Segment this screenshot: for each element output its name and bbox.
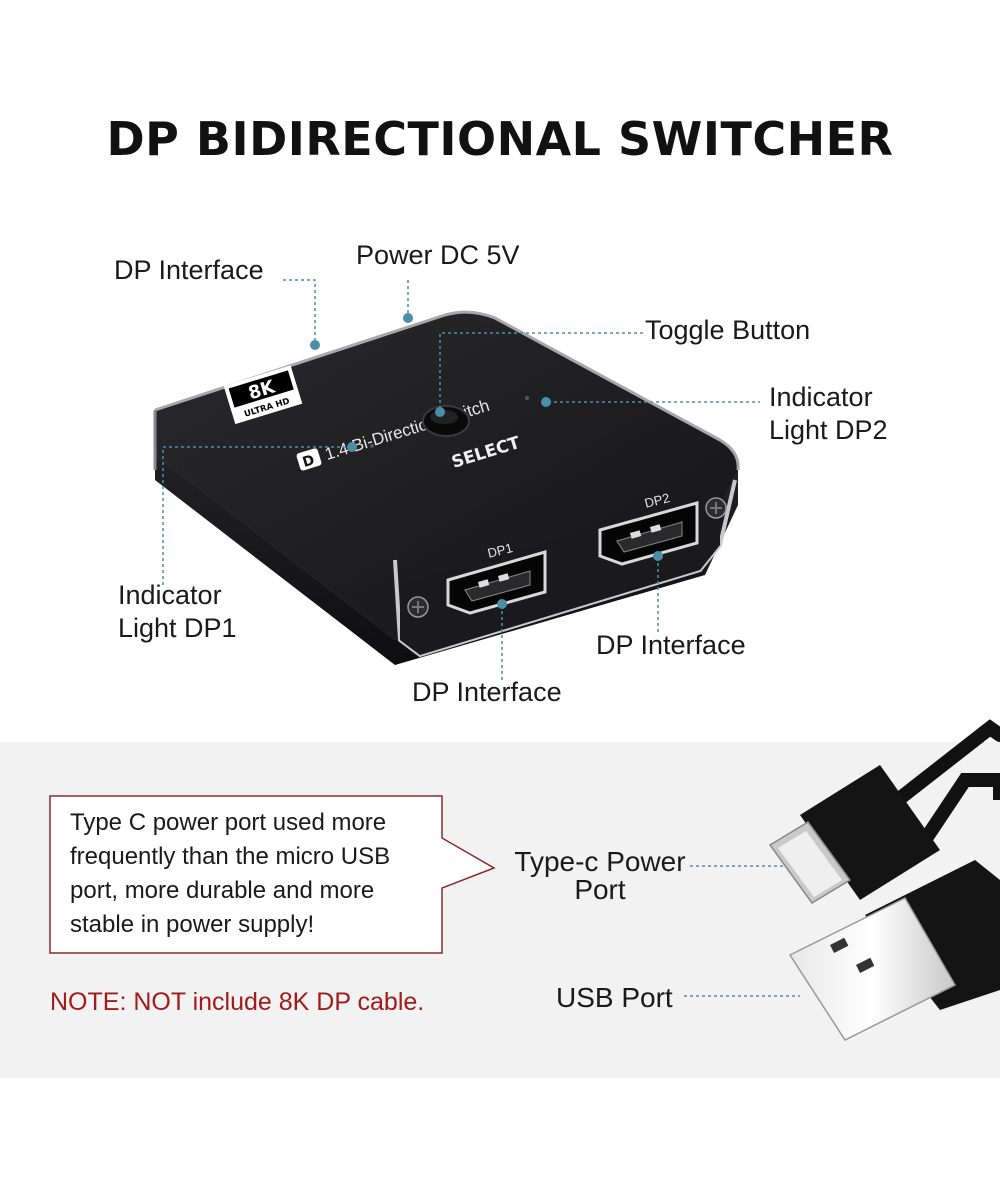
type-c-connector [768,765,940,904]
dp1-port [446,550,547,615]
indicator-led-dp1 [370,444,374,448]
label-indicator-dp1-line2: Light DP1 [118,613,237,643]
dp1-port-label: DP1 [486,540,514,561]
callout-text: Type C power port used more frequently t… [70,809,391,938]
label-indicator-dp2-line1: Indicator [769,382,873,412]
label-indicator-dp2-line2: Light DP2 [769,415,888,445]
label-dp-interface-top: DP Interface [114,255,264,285]
label-dp-interface-right: DP Interface [596,630,746,660]
switch-device: 8K ULTRA HD D 1.4 Bi-Direction Switch SE… [153,310,740,665]
callout-box [49,795,496,954]
label-usb-port: USB Port [556,982,673,1013]
label-toggle-button: Toggle Button [645,315,811,345]
label-dp-interface-bottom: DP Interface [412,677,562,707]
label-type-c-line2: Port [574,874,626,905]
label-indicator-dp1-line1: Indicator [118,580,222,610]
label-type-c-port: Type-c Power Port [500,848,700,904]
page-title: DP BIDIRECTIONAL SWITCHER [106,112,894,166]
dp2-port-label: DP2 [643,490,671,511]
label-power-dc: Power DC 5V [356,240,520,270]
usb-a-connector [788,860,1000,1041]
label-type-c-line1: Type-c Power [514,846,686,877]
indicator-led-dp2 [525,396,529,400]
8k-badge: 8K ULTRA HD [223,365,303,425]
leader-lines [162,279,800,997]
leader-dots [310,313,663,609]
svg-text:D: D [301,452,317,471]
usb-cable [768,719,1000,1041]
note-text: NOTE: NOT include 8K DP cable. [50,988,425,1016]
